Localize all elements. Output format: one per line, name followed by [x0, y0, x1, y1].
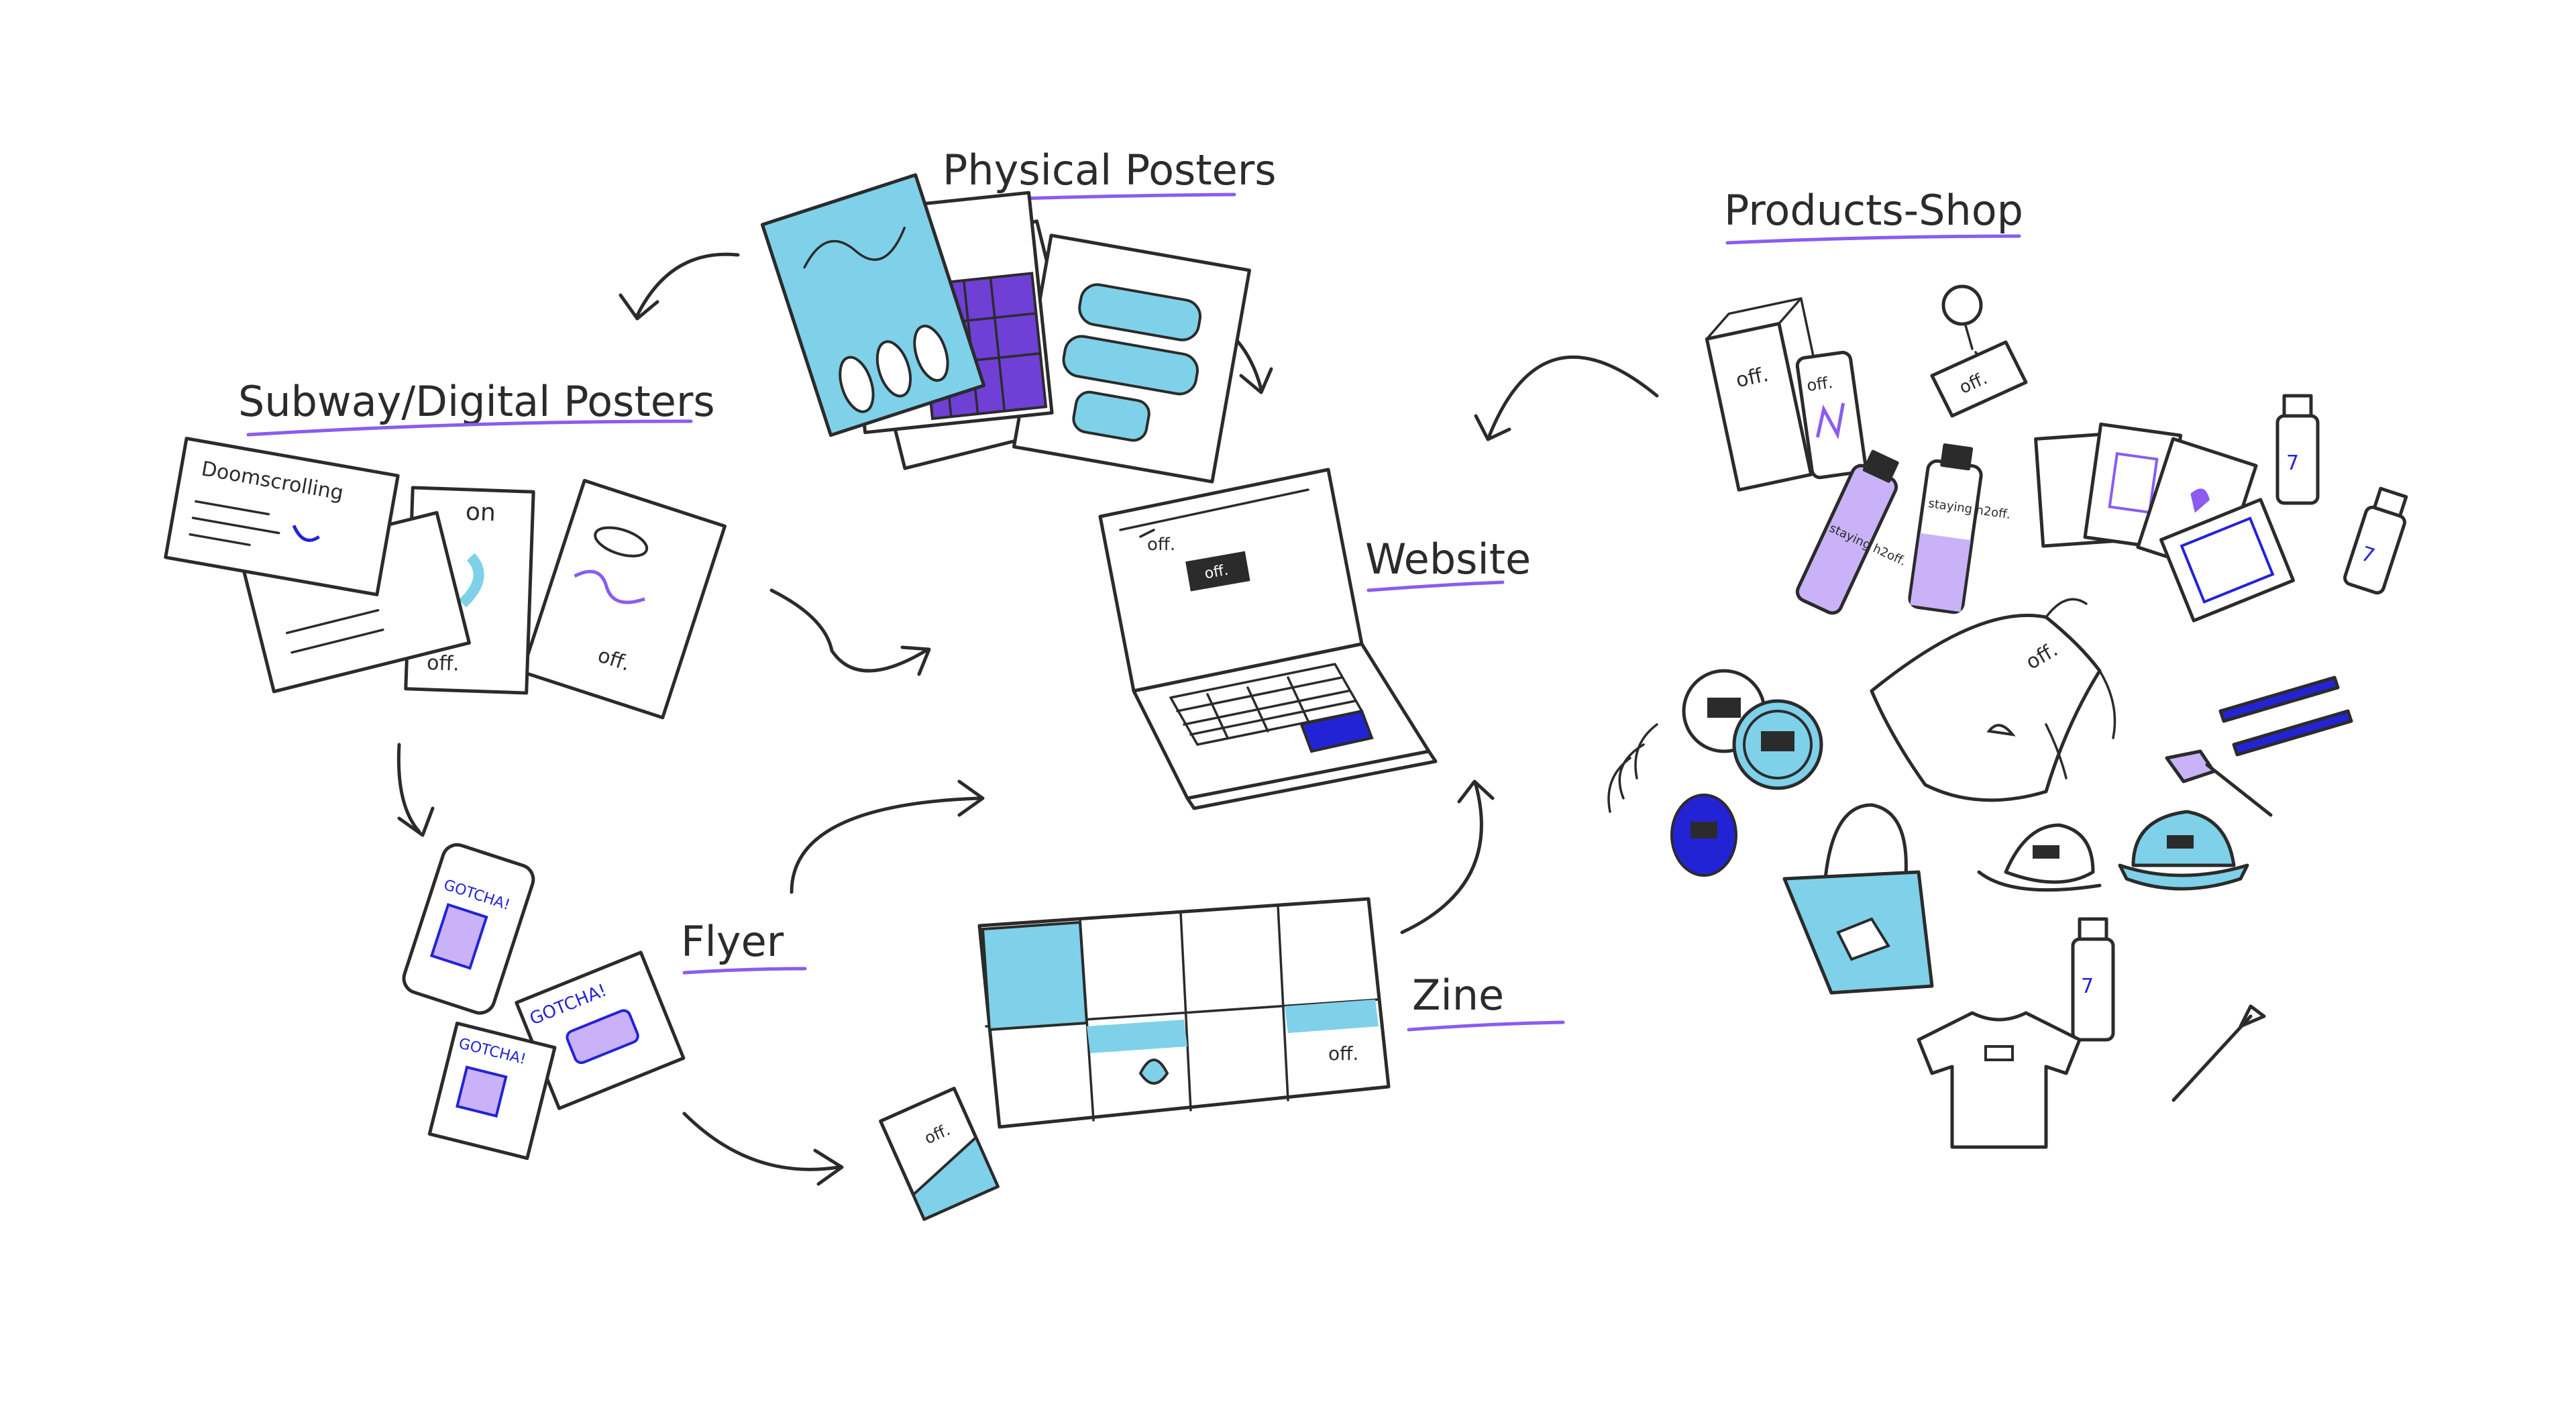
arrow-icon	[769, 588, 931, 676]
tshirt-icon	[1917, 1011, 2082, 1149]
flyer-icon: GOTCHA!	[427, 1021, 557, 1160]
card-icon	[2034, 422, 2296, 623]
products-shop-group: off. off. off. staying h2off. staying h2…	[1607, 284, 2408, 1149]
physical-posters-group	[760, 173, 1251, 484]
poster-icon: Doomscrolling	[164, 437, 400, 596]
flyer-group: GOTCHA! GOTCHA! GOTCHA!	[402, 843, 686, 1160]
box-icon: off.	[1705, 297, 1835, 492]
svg-text:on: on	[465, 498, 496, 527]
phone-icon: GOTCHA!	[402, 843, 535, 1015]
arrow-icon	[682, 1112, 844, 1186]
svg-text:Physical Posters: Physical Posters	[943, 146, 1277, 195]
svg-text:Zine: Zine	[1412, 971, 1504, 1020]
label-products-shop: Products-Shop	[1724, 186, 2023, 245]
brush-icon	[2165, 749, 2273, 1102]
tube-icon: off.	[1795, 350, 1867, 480]
bucket-hat-icon	[2118, 810, 2249, 891]
bottle-icon: 7	[2343, 486, 2408, 595]
bottle-icon: 7	[2071, 917, 2115, 1042]
svg-text:off.: off.	[1806, 373, 1834, 395]
bucket-hat-icon	[1977, 823, 2102, 892]
label-physical-posters: Physical Posters	[943, 146, 1277, 203]
arrow-icon	[396, 743, 435, 837]
svg-text:off.: off.	[1147, 535, 1175, 555]
keychain-icon: off.	[1930, 284, 2028, 418]
arrow-icon	[619, 252, 740, 321]
poster-icon	[1012, 233, 1251, 484]
bottle-icon: staying h2off.	[1908, 443, 2012, 614]
label-website: Website	[1365, 535, 1531, 592]
svg-text:Website: Website	[1365, 535, 1531, 584]
laptop-icon: off. off.	[1098, 468, 1438, 810]
svg-text:Subway/Digital Posters: Subway/Digital Posters	[238, 377, 715, 426]
label-zine: Zine	[1407, 971, 1565, 1032]
zine-cover: off.	[879, 1087, 1000, 1222]
svg-text:7: 7	[2081, 975, 2094, 998]
zine-icon: off. off.	[879, 897, 1391, 1222]
sticker-icon	[1607, 669, 1823, 877]
poster-icon: off.	[521, 478, 727, 720]
svg-text:Flyer: Flyer	[681, 917, 784, 966]
arrow-icon	[1400, 779, 1495, 934]
bottle-icon: 7	[2275, 394, 2320, 505]
svg-text:Products-Shop: Products-Shop	[1724, 186, 2023, 235]
arrow-icon	[1474, 355, 1659, 441]
arrow-icon	[790, 779, 985, 894]
pen-icon	[2218, 676, 2353, 757]
tote-bag-icon	[1782, 803, 1934, 995]
svg-text:off.: off.	[1203, 562, 1230, 583]
poster-icon	[760, 173, 986, 437]
svg-text:off.: off.	[427, 651, 460, 676]
label-flyer: Flyer	[681, 917, 807, 975]
apron-icon: off.	[1870, 598, 2116, 802]
svg-text:7: 7	[2286, 451, 2299, 475]
subway-posters-group: off. on off. Doomscrolling	[164, 437, 727, 720]
label-subway-posters: Subway/Digital Posters	[238, 377, 715, 437]
svg-text:off.: off.	[1328, 1042, 1358, 1065]
